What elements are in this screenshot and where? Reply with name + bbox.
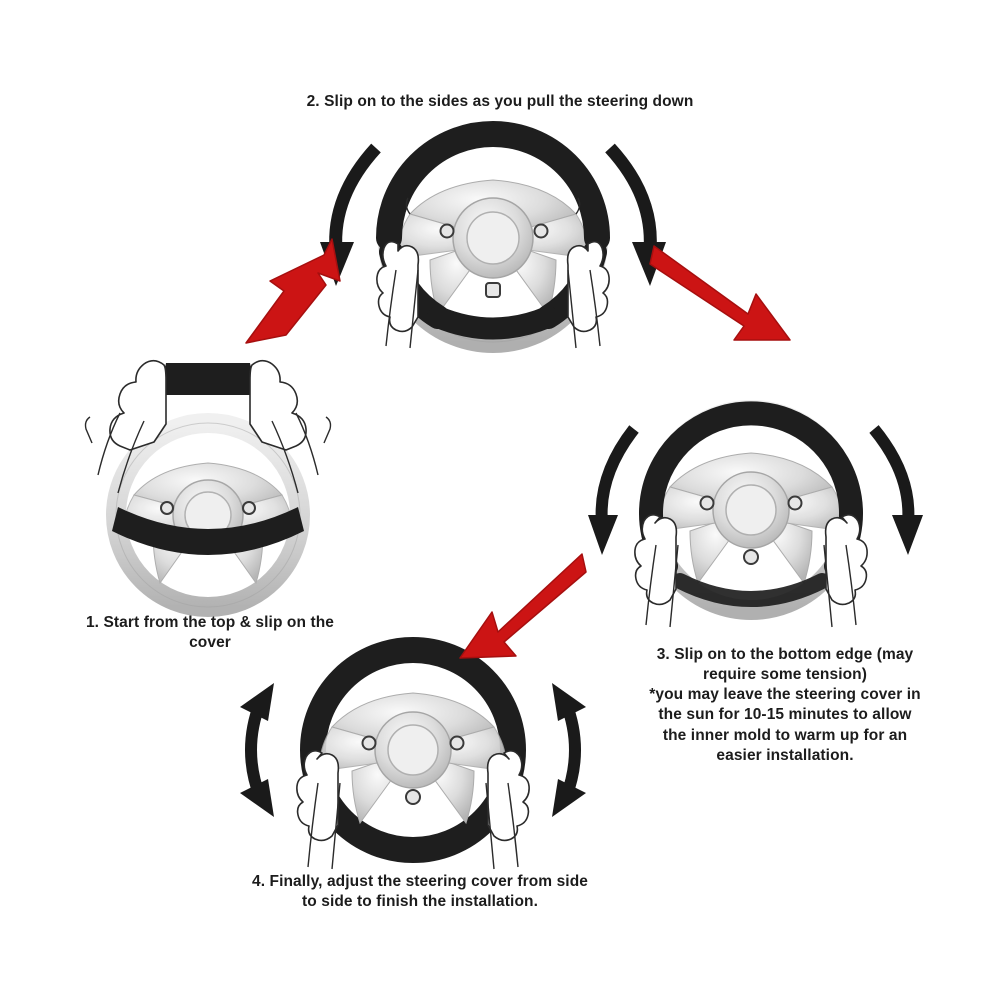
flow-arrow-step1-to-step2 <box>238 225 358 350</box>
motion-arrow-down-right-icon <box>869 425 923 555</box>
step-4-caption: 4. Finally, adjust the steering cover fr… <box>251 873 589 911</box>
cover-band-loose <box>112 507 304 555</box>
adjust-arrow-left-icon <box>240 683 274 817</box>
hand-right <box>823 513 868 628</box>
wheel-button-bottom <box>405 789 421 805</box>
step-1-illustration <box>60 355 360 620</box>
hand-right <box>249 359 332 494</box>
flow-arrow-step3-to-step4 <box>452 550 587 668</box>
step-3-caption: 3. Slip on to the bottom edge (may requi… <box>649 646 921 764</box>
step-1-svg <box>84 359 332 617</box>
cover-bottom-partial <box>672 573 830 607</box>
hand-left <box>84 359 167 494</box>
red-arrow-up-right-icon <box>245 238 341 344</box>
step-2-caption: 2. Slip on to the sides as you pull the … <box>306 93 694 110</box>
wheel-hub-center <box>387 724 439 776</box>
hand-right <box>485 749 530 870</box>
wheel-button-right <box>787 495 803 511</box>
hand-left <box>376 197 420 349</box>
step-3-svg <box>588 400 923 628</box>
red-arrow-down-right-icon <box>649 245 791 341</box>
hand-left <box>296 749 341 870</box>
step-2-svg <box>320 121 666 353</box>
wheel-button-bottom <box>743 549 759 565</box>
wheel-button-right <box>449 735 465 751</box>
wheel-button-left <box>439 223 455 239</box>
step-4-illustration <box>228 625 598 880</box>
wheel-button-bottom <box>485 282 501 298</box>
cover-full-rim <box>300 637 526 863</box>
hand-right <box>566 197 610 349</box>
motion-arrow-down-left-icon <box>588 425 639 555</box>
cover-lower-band <box>427 306 559 340</box>
wheel-button-right <box>533 223 549 239</box>
wheel-hub-center <box>466 211 520 265</box>
cover-strip-held <box>160 363 256 395</box>
step-2-illustration <box>318 118 668 363</box>
step-3-illustration <box>588 385 923 635</box>
hand-left <box>634 513 679 628</box>
wheel-button-left <box>160 501 174 515</box>
wheel-hub-center <box>725 484 777 536</box>
cover-main-arc <box>639 401 863 578</box>
wheel-button-left <box>699 495 715 511</box>
adjust-arrow-right-icon <box>552 683 586 817</box>
flow-arrow-step2-to-step3 <box>648 236 796 354</box>
wheel-button-left <box>361 735 377 751</box>
wheel-button-right <box>242 501 256 515</box>
step-4-svg <box>240 637 586 870</box>
step-1-caption: 1. Start from the top & slip on the cove… <box>85 614 335 652</box>
red-arrow-down-left-icon <box>459 553 587 659</box>
cover-upper-arc <box>376 121 610 251</box>
